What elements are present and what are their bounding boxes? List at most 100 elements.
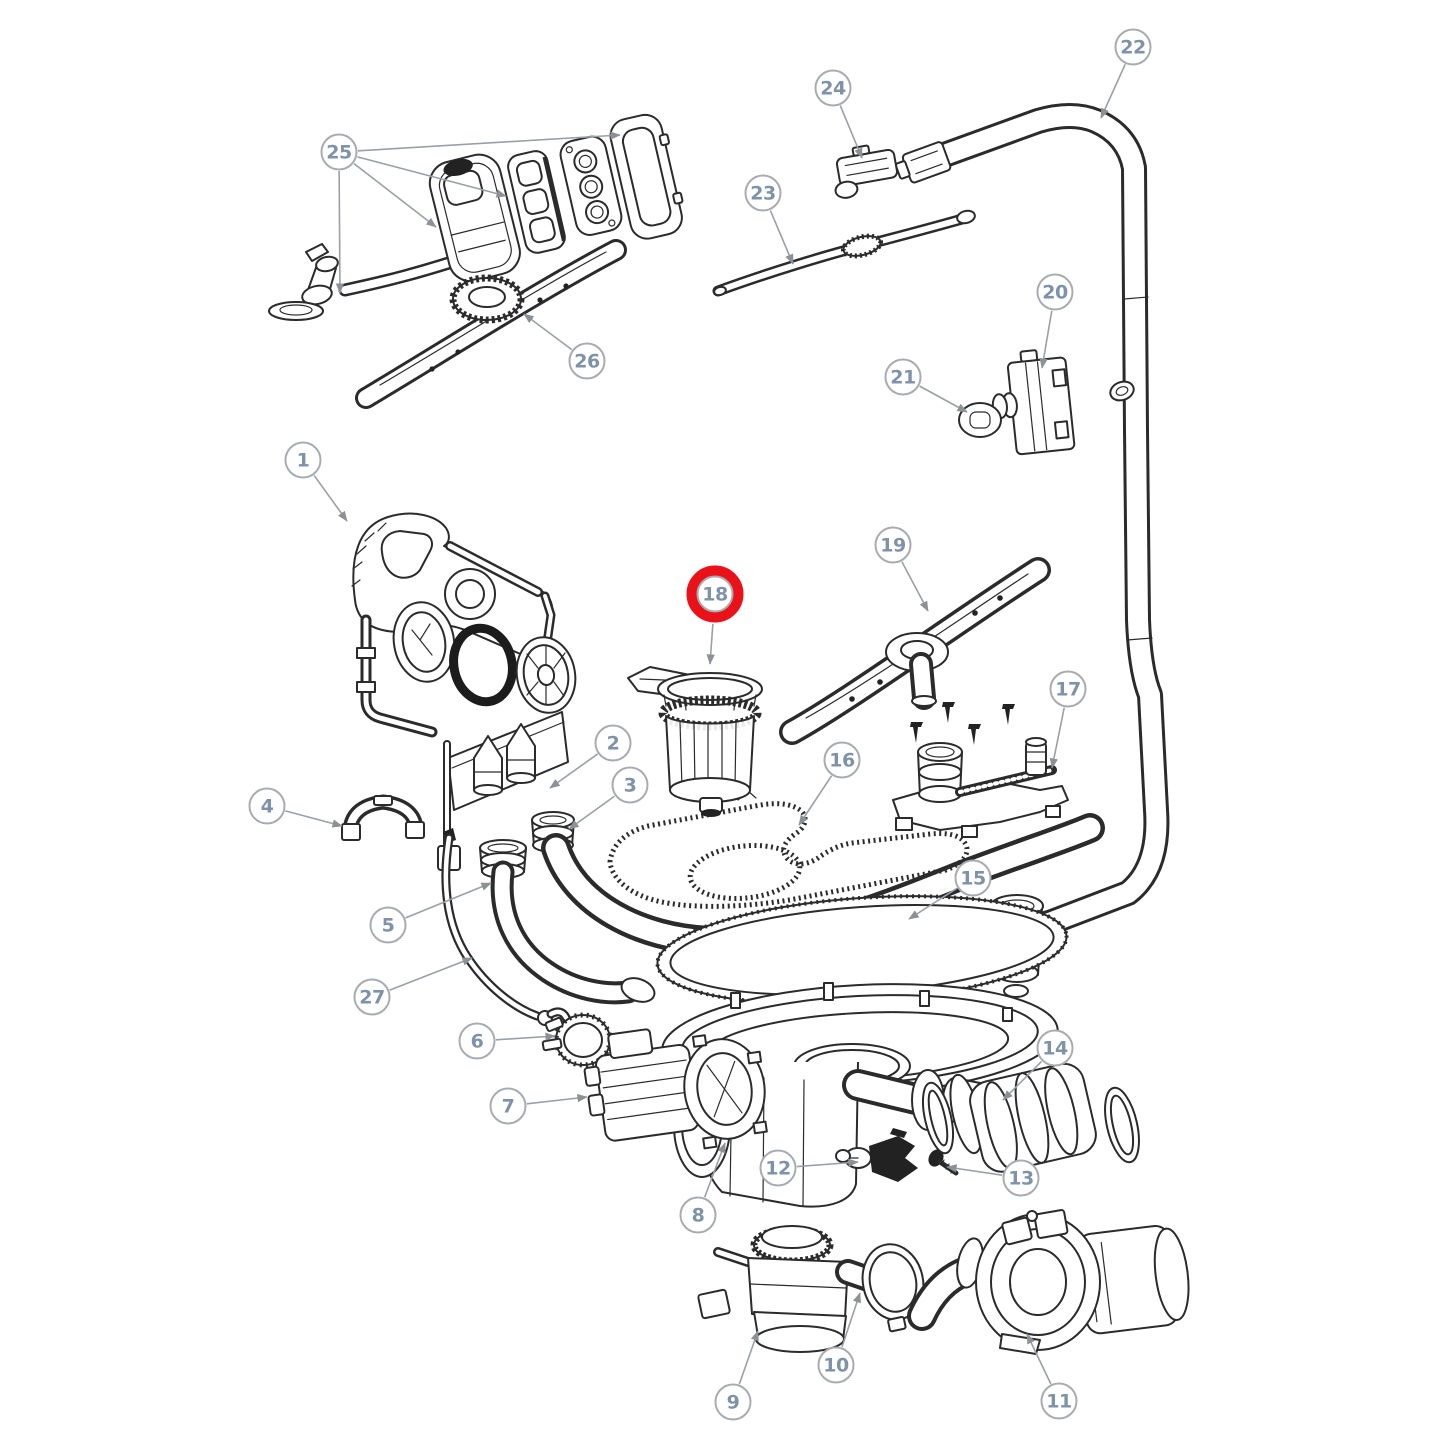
leader-line (841, 1292, 861, 1348)
part-6-clamp-icon (541, 1012, 613, 1068)
callout-6[interactable]: 6 (458, 1022, 556, 1060)
leader-line (1002, 1060, 1043, 1101)
part-18-filter-assembly-icon (627, 666, 763, 817)
part-15-oval-seal-icon (655, 894, 1069, 1006)
callout-circle-icon (744, 174, 782, 212)
callout-circle-icon (611, 766, 649, 804)
part-4-clip-icon (341, 794, 425, 841)
part-17-feed-mount-icon (892, 702, 1069, 838)
callout-number: 14 (1042, 1038, 1068, 1060)
callout-number: 12 (765, 1158, 790, 1180)
callout-number: 23 (750, 183, 775, 205)
callout-circle-icon (1049, 670, 1087, 708)
callout-1[interactable]: 1 (284, 441, 348, 522)
callout-number: 21 (890, 367, 915, 389)
callout-4[interactable]: 4 (248, 787, 343, 828)
callout-18[interactable]: 18 (686, 565, 744, 665)
callout-24[interactable]: 24 (814, 69, 863, 159)
callout-23[interactable]: 23 (744, 174, 794, 265)
callout-circle-icon (817, 1346, 855, 1384)
callout-circle-icon (284, 441, 322, 479)
callout-8[interactable]: 8 (679, 1142, 726, 1234)
callout-number: 15 (960, 868, 985, 890)
part-1-inlet-housing-icon (351, 512, 577, 879)
callout-number: 6 (471, 1031, 484, 1053)
leader-line (526, 1093, 588, 1105)
callout-27[interactable]: 27 (353, 957, 473, 1016)
leader-line (389, 957, 473, 991)
callout-number: 20 (1042, 282, 1068, 304)
callout-20[interactable]: 20 (1036, 273, 1074, 369)
callout-circle-icon (458, 1022, 496, 1060)
callout-number: 5 (382, 915, 395, 937)
callout-26[interactable]: 26 (523, 313, 606, 380)
callout-number: 1 (297, 450, 310, 472)
leader-line (357, 156, 507, 198)
callout-5[interactable]: 5 (369, 882, 492, 944)
leader-line (285, 810, 343, 828)
callout-circle-icon (874, 526, 912, 564)
leader-line (1026, 1333, 1052, 1385)
part-21-grommet-icon (958, 402, 1002, 438)
leader-line (769, 210, 794, 265)
leader-line (495, 1032, 556, 1041)
part-24-sensor-icon (834, 144, 899, 199)
callout-12[interactable]: 12 (759, 1149, 859, 1187)
part-23-spray-tube-icon (712, 209, 976, 297)
callout-14[interactable]: 14 (1002, 1029, 1074, 1101)
callout-number: 25 (326, 142, 351, 164)
callout-number: 9 (727, 1392, 740, 1414)
callout-10[interactable]: 10 (817, 1292, 861, 1384)
part-11-wash-motor-icon (907, 1209, 1190, 1355)
leader-line (568, 795, 616, 830)
callout-number: 8 (692, 1205, 705, 1227)
part-14-coupler-icon (921, 1062, 1140, 1173)
callout-circle-icon (1002, 1159, 1040, 1197)
callout-circle-icon (714, 1383, 752, 1421)
callout-circle-icon (248, 787, 286, 825)
callout-25[interactable]: 25 (320, 131, 621, 294)
part-26-upper-spray-arm-icon (355, 239, 627, 409)
callout-circle-icon (679, 1196, 717, 1234)
callout-number: 3 (624, 775, 637, 797)
callout-19[interactable]: 19 (874, 526, 929, 612)
callout-number: 24 (820, 78, 846, 100)
callout-circle-icon (1114, 28, 1152, 66)
leader-line (908, 887, 958, 920)
callout-3[interactable]: 3 (568, 766, 649, 830)
callout-circle-icon (1036, 1029, 1074, 1067)
leader-line (357, 131, 621, 152)
leader-line (523, 313, 573, 351)
callout-circle-icon (1036, 273, 1074, 311)
callout-21[interactable]: 21 (884, 358, 968, 413)
callout-circle-icon (594, 724, 632, 762)
callout-circle-icon (1040, 1382, 1078, 1420)
inlet-towers-icon (473, 723, 536, 796)
callout-circle-icon (814, 69, 852, 107)
callout-number: 26 (574, 351, 600, 373)
callout-22[interactable]: 22 (1100, 28, 1152, 119)
callout-number: 17 (1055, 679, 1080, 701)
highlight-ring-icon (686, 565, 744, 623)
callout-number: 2 (607, 733, 620, 755)
callout-number: 19 (880, 535, 905, 557)
leader-line (1039, 310, 1053, 369)
callout-17[interactable]: 17 (1049, 670, 1087, 769)
callout-7[interactable]: 7 (489, 1087, 588, 1125)
callout-number: 10 (823, 1355, 849, 1377)
callout-9[interactable]: 9 (714, 1330, 759, 1421)
leader-line (946, 1164, 1003, 1176)
leader-line (919, 385, 968, 413)
leader-line (1100, 63, 1126, 119)
callout-circle-icon (568, 342, 606, 380)
callout-11[interactable]: 11 (1026, 1333, 1078, 1420)
callout-15[interactable]: 15 (908, 859, 992, 920)
callout-circle-icon (696, 575, 734, 613)
callout-16[interactable]: 16 (798, 741, 861, 826)
part-7-heater-pump-icon (583, 1028, 768, 1150)
leader-line (706, 623, 715, 665)
callout-13[interactable]: 13 (946, 1159, 1040, 1197)
callout-2[interactable]: 2 (549, 724, 632, 789)
callout-circle-icon (884, 358, 922, 396)
